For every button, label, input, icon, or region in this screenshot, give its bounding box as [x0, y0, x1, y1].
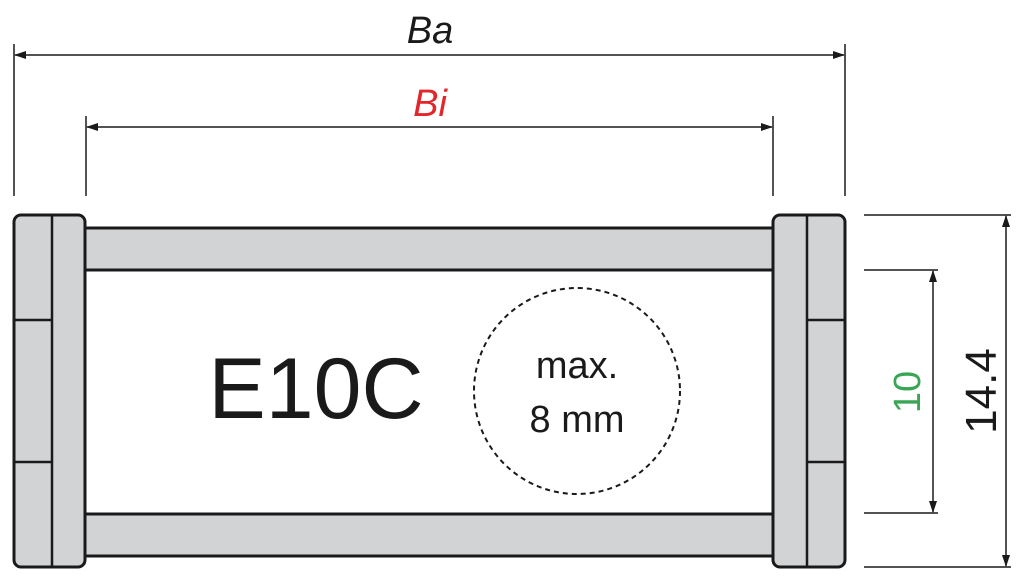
max-cable-label-line1: max. — [536, 345, 618, 387]
inner-height-value: 10 — [887, 371, 929, 413]
bottom-crossbar — [78, 512, 782, 558]
outer-width-label: Ba — [407, 10, 453, 52]
max-cable-circle — [473, 287, 681, 495]
outer-width-dimension: Ba — [13, 10, 846, 196]
outer-height-dimension: 14.4 — [864, 214, 1011, 568]
inner-width-label: Bi — [413, 83, 448, 125]
model-label: E10C — [208, 341, 423, 437]
outer-height-value: 14.4 — [957, 348, 1006, 434]
left-side-link — [12, 213, 87, 569]
right-side-link — [771, 213, 847, 569]
top-crossbar — [78, 226, 782, 272]
inner-height-dimension: 10 — [864, 269, 938, 514]
inner-width-dimension: Bi — [85, 83, 774, 196]
max-cable-label-line2: 8 mm — [530, 399, 625, 441]
